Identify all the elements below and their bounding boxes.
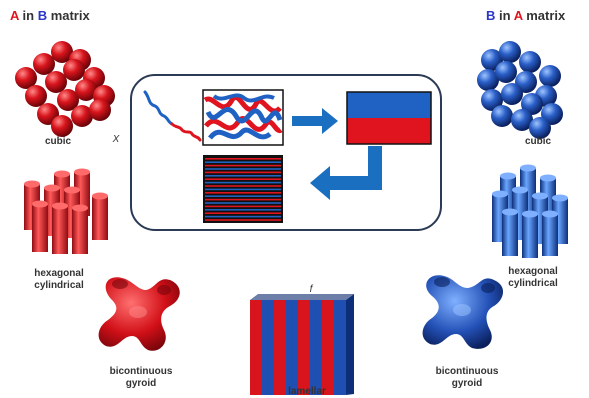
- arrow-right: [292, 108, 338, 134]
- film-stripe: [205, 175, 281, 177]
- label-bicontinuous-left: bicontinuous: [109, 366, 173, 377]
- label-bicontinuous-right: bicontinuous: [435, 366, 499, 377]
- film-stripe: [205, 185, 281, 187]
- copolymer-chain: [143, 90, 202, 142]
- film-stripe: [205, 161, 281, 163]
- film-stripe: [205, 178, 281, 180]
- film-stripe: [205, 215, 281, 218]
- left-title-b: B: [37, 8, 48, 23]
- bilayer-block: [346, 91, 432, 145]
- label-hexagonal-left: hexagonal: [34, 268, 84, 279]
- blue-sphere-lattice: [477, 41, 563, 139]
- film-stripe: [205, 158, 281, 160]
- blue-cylinder-array: [492, 164, 568, 258]
- label-cubic-left: cubic: [44, 136, 72, 147]
- label-lamellar: lamellar: [288, 386, 326, 397]
- red-gyroid: [98, 277, 180, 351]
- label-cubic-right: cubic: [524, 136, 552, 147]
- red-sphere-lattice: [15, 41, 115, 137]
- film-stripe: [205, 171, 281, 174]
- film-stripe: [205, 192, 281, 194]
- label-cylindrical-right: cylindrical: [508, 278, 558, 289]
- film-stripe: [205, 164, 281, 167]
- left-title-in: in: [18, 8, 38, 23]
- left-title-a: A: [10, 8, 19, 23]
- film-stripe: [205, 181, 281, 184]
- right-title: B in A matrix: [486, 8, 565, 23]
- multilayer-film: [203, 155, 283, 223]
- film-stripe: [205, 202, 281, 204]
- label-cylindrical-left: cylindrical: [34, 280, 84, 291]
- blue-gyroid: [422, 275, 504, 349]
- lamellar-slab: [250, 294, 354, 395]
- f-mark: f: [309, 284, 313, 295]
- right-title-matrix: matrix: [522, 8, 566, 23]
- x-mark: X: [112, 134, 120, 145]
- film-stripe: [205, 205, 281, 208]
- arrow-down-left: [310, 146, 382, 200]
- film-stripe: [205, 209, 281, 211]
- film-stripe: [205, 188, 281, 191]
- disordered-melt-box: [202, 89, 284, 146]
- right-title-in: in: [495, 8, 514, 23]
- film-stripe: [205, 198, 281, 201]
- film-stripe: [205, 195, 281, 197]
- label-gyroid-right: gyroid: [451, 378, 483, 389]
- left-title: A in B matrix: [10, 8, 90, 23]
- red-cylinder-array: [24, 168, 108, 254]
- left-title-matrix: matrix: [47, 8, 90, 23]
- film-stripe: [205, 212, 281, 214]
- film-stripe: [205, 168, 281, 170]
- label-gyroid-left: gyroid: [125, 378, 157, 389]
- right-title-a: A: [513, 8, 523, 23]
- label-hexagonal-right: hexagonal: [508, 266, 558, 277]
- right-title-b: B: [486, 8, 496, 23]
- film-stripe: [205, 219, 281, 221]
